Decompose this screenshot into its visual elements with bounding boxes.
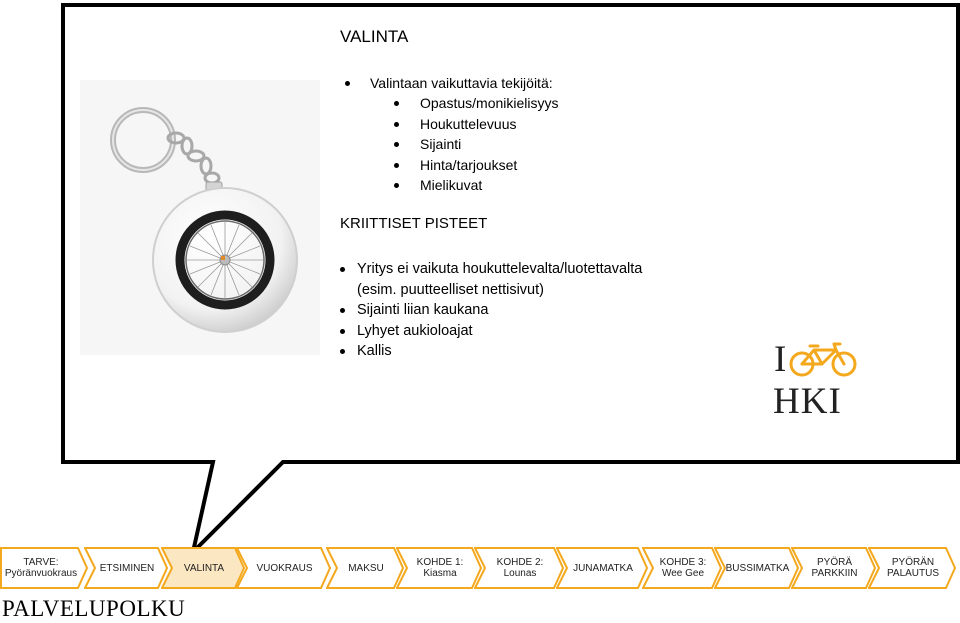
chevron-shape [161,547,245,589]
list-item: Hinta/tarjoukset [394,155,559,176]
chevron-shape [791,547,876,589]
list-item: Houkuttelevuus [394,114,559,135]
chevron-shape [0,547,88,589]
factors-heading: Valintaan vaikuttavia tekijöitä: [345,75,553,91]
chevron-shape [868,547,956,589]
process-step-label: BUSSIMATKA [720,547,795,589]
process-step-label: VUOKRAUS [242,547,327,589]
i-bike-hki-logo: I HKI [768,338,868,428]
process-step: KOHDE 1:Kiasma [396,547,482,589]
slide-title: VALINTA [340,27,409,46]
step-line-1: KOHDE 3: [659,557,707,568]
process-step: TARVE:Pyöränvuokraus [0,547,88,589]
step-line-2: PARKKIIN [811,568,858,579]
chevron-shape [714,547,799,589]
list-item-continuation: (esim. puutteelliset nettisivut) [357,281,544,298]
footer-title: PALVELUPOLKU [2,596,186,621]
step-line-1: JUNAMATKA [573,562,633,574]
chevron-shape [474,547,564,589]
step-line-2: Kiasma [423,568,457,579]
process-step: BUSSIMATKA [714,547,799,589]
logo-letter: I [774,339,787,380]
step-line-1: PYÖRÄN [891,557,935,568]
chevron-shape [396,547,482,589]
process-step-label: TARVE:Pyöränvuokraus [0,547,82,589]
chevron-shape [642,547,722,589]
bicycle-wheel-keychain-photo [80,80,320,355]
step-line-2: PALAUTUS [886,568,940,579]
factors-sublist: Opastus/monikielisyys Houkuttelevuus Sij… [394,93,559,196]
chevron-shape [236,547,331,589]
step-line-1: ETSIMINEN [99,562,155,574]
step-line-2: Lounas [503,568,537,579]
step-line-1: PYÖRÄ [816,557,852,568]
step-line-2: Wee Gee [661,568,705,579]
chevron-shape [84,547,168,589]
process-step: KOHDE 2:Lounas [474,547,564,589]
process-step-label: KOHDE 1:Kiasma [402,547,478,589]
list-item: Sijainti [394,134,559,155]
list-item: Lyhyet aukioloajat [339,321,642,342]
process-step: ETSIMINEN [84,547,168,589]
step-line-1: TARVE: [23,557,59,568]
logo-city: HKI [773,381,842,422]
chevron-shape [556,547,648,589]
process-step: VALINTA [161,547,245,589]
service-path-bar: TARVE:Pyöränvuokraus ETSIMINEN VALINTA VUOK… [0,547,960,591]
bicycle-icon [789,342,857,377]
step-line-1: BUSSIMATKA [725,562,790,574]
process-step-label: MAKSU [332,547,400,589]
list-item: Mielikuvat [394,175,559,196]
step-line-1: KOHDE 2: [496,557,544,568]
list-item: Sijainti liian kaukana [339,300,642,321]
chevron-shape [326,547,404,589]
step-line-1: MAKSU [348,562,384,574]
process-step: KOHDE 3:Wee Gee [642,547,722,589]
list-item: Opastus/monikielisyys [394,93,559,114]
process-step: JUNAMATKA [556,547,648,589]
factors-list: Valintaan vaikuttavia tekijöitä: [345,73,553,93]
critical-points-list: Yritys ei vaikuta houkuttelevalta/luotet… [339,259,642,362]
process-step-label: ETSIMINEN [90,547,164,589]
process-step-label: KOHDE 3:Wee Gee [648,547,718,589]
process-step-label: KOHDE 2:Lounas [480,547,560,589]
list-item: Yritys ei vaikuta houkuttelevalta/luotet… [339,259,642,280]
list-item: Kallis [339,341,642,362]
step-line-1: VUOKRAUS [256,562,313,574]
step-line-2: Pyöränvuokraus [4,568,78,579]
critical-points-heading: KRIITTISET PISTEET [340,215,488,232]
step-line-1: VALINTA [183,562,225,574]
process-step: MAKSU [326,547,404,589]
process-step-label: JUNAMATKA [562,547,644,589]
step-line-1: KOHDE 1: [416,557,464,568]
process-step: VUOKRAUS [236,547,331,589]
process-step-label: VALINTA [167,547,241,589]
